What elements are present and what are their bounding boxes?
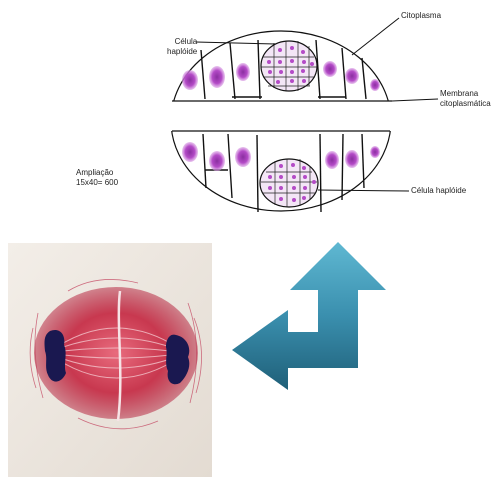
membrana-label: Membrana citoplasmática	[440, 89, 491, 109]
chromatin-blob	[345, 150, 359, 168]
bottom-haploid-nucleus	[259, 158, 319, 208]
chromatin-blob	[235, 147, 251, 167]
chromatin-blob	[370, 79, 380, 91]
chromatin-blob	[236, 63, 250, 81]
left-chromosome-mass	[44, 329, 66, 382]
chromatin-blob	[182, 142, 198, 162]
celula-haploide-top-label: Célula haplóide	[167, 37, 197, 57]
top-chromatin-group	[182, 61, 380, 91]
cell-division-diagram	[168, 17, 439, 213]
micrograph-image	[8, 243, 212, 477]
chromatin-blob	[323, 61, 337, 77]
citoplasma-leader	[351, 17, 400, 56]
bent-double-arrow-icon	[232, 242, 386, 390]
chromatin-blob	[182, 70, 198, 90]
bottom-chromatin-group	[182, 142, 380, 171]
haploide-top-leader	[195, 41, 277, 45]
membrana-line1: Membrana	[440, 89, 479, 98]
top-cell-row	[200, 39, 367, 100]
haploide-bottom-leader	[317, 189, 410, 192]
ampliacao-line1: Ampliação	[76, 168, 114, 177]
top-haploid-nucleus	[260, 40, 318, 92]
chromatin-blob	[209, 66, 225, 88]
celula-haploide-top-line1: Célula	[174, 37, 198, 46]
arrow-shape	[232, 242, 386, 390]
membrana-leader	[391, 98, 439, 102]
leader-lines	[195, 17, 439, 192]
ampliacao-line2: 15x40= 600	[76, 178, 119, 187]
chromatin-blob	[370, 146, 380, 158]
cytoplasmic-membrane-band	[168, 101, 394, 131]
chromatin-blob	[209, 151, 225, 171]
membrana-line2: citoplasmática	[440, 99, 491, 108]
celula-haploide-top-line2: haplóide	[167, 47, 198, 56]
spindle-body	[34, 287, 198, 419]
citoplasma-label: Citoplasma	[401, 11, 442, 20]
cleavage-line	[116, 290, 122, 422]
chromatin-blob	[345, 68, 359, 84]
bottom-cell-row	[202, 133, 365, 213]
ampliacao-label: Ampliação 15x40= 600	[76, 168, 118, 188]
astral-filaments	[29, 279, 202, 430]
celula-haploide-bottom-label: Célula haplóide	[411, 186, 467, 195]
chromatin-blob	[325, 151, 339, 169]
right-chromosome-mass	[166, 334, 190, 385]
